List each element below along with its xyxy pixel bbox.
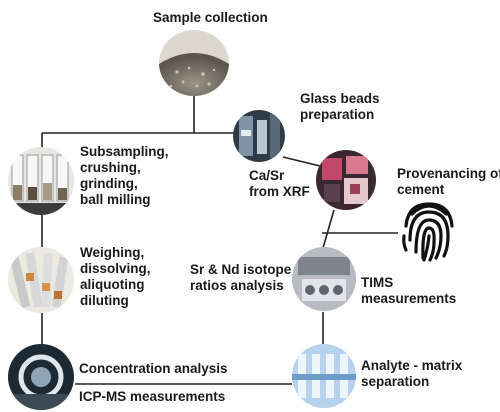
icpms-image (8, 344, 74, 410)
label-line: Weighing, (80, 245, 145, 260)
label-line: measurements (361, 291, 457, 306)
label-line: Concentration analysis (79, 361, 228, 376)
sample-collection-label: Sample collection (153, 10, 268, 26)
label-line: preparation (300, 107, 375, 122)
label-line: Ca/Sr (249, 168, 285, 183)
ca-sr-label: Ca/Sr from XRF (249, 168, 310, 200)
columns-icon (292, 344, 356, 408)
fingerprint-icon (398, 196, 460, 264)
glass-beads-image (233, 110, 285, 162)
label-line: from XRF (249, 184, 310, 199)
label-line: ratios analysis (190, 278, 284, 293)
label-line: aliquoting (80, 277, 145, 292)
label-line: dissolving, (80, 261, 151, 276)
vials-icon (8, 147, 74, 215)
tims-instrument-icon (292, 247, 356, 311)
analyte-image (292, 344, 356, 408)
glass-beads-label: Glass beads preparation (300, 91, 380, 123)
label-line: separation (361, 374, 430, 389)
label-line: Provenancing of (397, 166, 500, 181)
sample-pile-icon (159, 30, 229, 96)
lab-equipment-icon (233, 110, 285, 162)
concentration-label: Concentration analysis (79, 361, 228, 377)
subsampling-image (8, 147, 74, 215)
label-line: Glass beads (300, 91, 380, 106)
subsampling-label: Subsampling, crushing, grinding, ball mi… (80, 144, 169, 208)
label-line: cement (397, 182, 445, 197)
label-line: Sr & Nd isotope (190, 262, 292, 277)
label-line: diluting (80, 293, 129, 308)
icpms-label: ICP-MS measurements (79, 389, 225, 405)
label-line: ICP-MS measurements (79, 389, 226, 404)
analyte-label: Analyte - matrix separation (361, 358, 462, 390)
tims-image (292, 247, 356, 311)
label-line: TIMS (361, 275, 394, 290)
label-line: Sample collection (153, 10, 268, 25)
label-line: ball milling (80, 192, 151, 207)
label-line: grinding, (80, 176, 138, 191)
tims-label: TIMS measurements (361, 275, 456, 307)
xrf-instrument-icon (316, 150, 376, 210)
tubes-icon (8, 247, 74, 313)
weighing-image (8, 247, 74, 313)
weighing-label: Weighing, dissolving, aliquoting dilutin… (80, 245, 151, 309)
sample-collection-image (159, 30, 229, 96)
label-line: Analyte - matrix (361, 358, 463, 373)
label-line: crushing, (80, 160, 141, 175)
provenancing-label: Provenancing of cement (397, 166, 500, 198)
sr-nd-label: Sr & Nd isotope ratios analysis (190, 262, 291, 294)
icpms-instrument-icon (8, 344, 74, 410)
label-line: Subsampling, (80, 144, 169, 159)
xrf-image (316, 150, 376, 210)
